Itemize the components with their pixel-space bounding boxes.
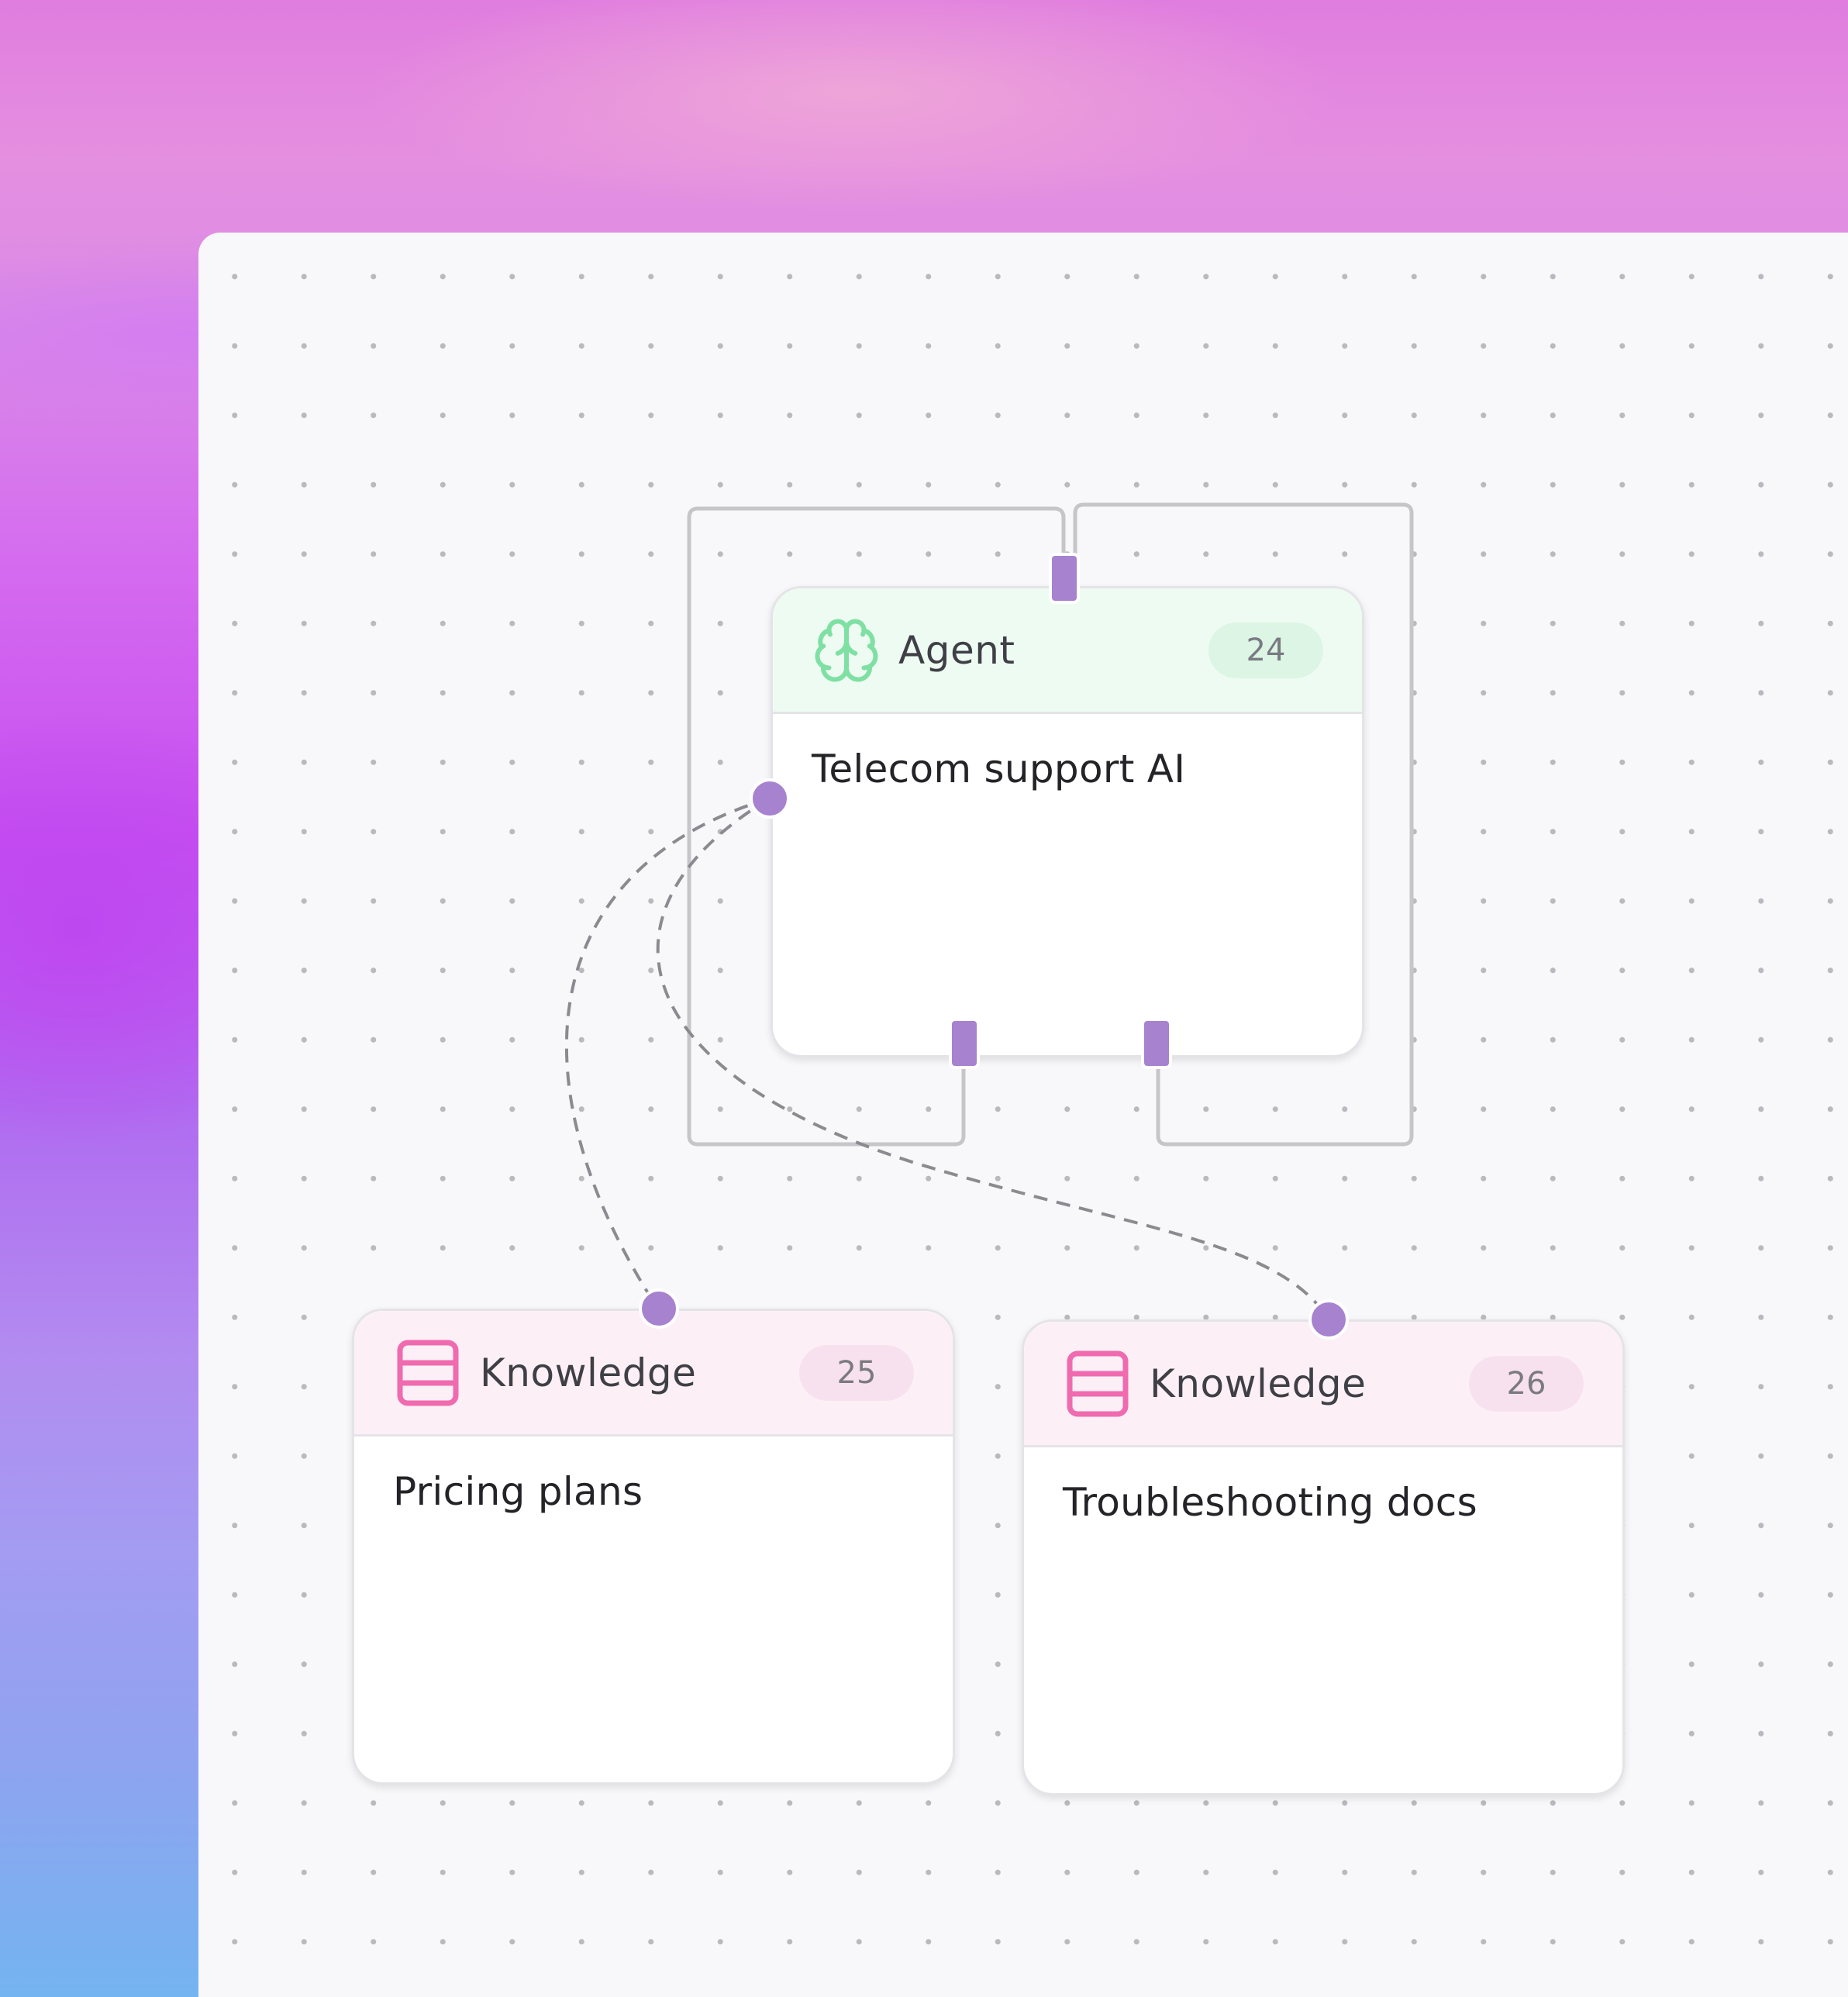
node-id-badge: 26 (1469, 1355, 1584, 1412)
node-id-badge: 25 (799, 1344, 914, 1401)
node-type-label: Knowledge (480, 1350, 697, 1395)
agent-input-handle-top[interactable] (1049, 553, 1080, 604)
knowledge-node-header[interactable]: Knowledge 26 (1024, 1322, 1622, 1447)
pricing-knowledge-handle[interactable] (639, 1288, 679, 1329)
node-id-badge: 24 (1208, 622, 1323, 678)
agent-node[interactable]: Agent 24 Telecom support AI (771, 586, 1364, 1057)
knowledge-node-troubleshooting[interactable]: Knowledge 26 Troubleshooting docs (1022, 1319, 1625, 1795)
knowledge-node-pricing[interactable]: Knowledge 25 Pricing plans (352, 1309, 955, 1785)
brain-icon (812, 616, 881, 685)
node-title: Troubleshooting docs (1063, 1480, 1477, 1525)
agent-output-handle-bottom-right[interactable] (1141, 1018, 1172, 1069)
node-type-label: Agent (898, 627, 1015, 673)
knowledge-node-header[interactable]: Knowledge 25 (354, 1311, 953, 1437)
troubleshooting-knowledge-handle[interactable] (1308, 1299, 1349, 1340)
node-type-label: Knowledge (1150, 1361, 1367, 1406)
agent-node-header[interactable]: Agent 24 (773, 588, 1362, 714)
node-title: Telecom support AI (812, 747, 1186, 792)
database-icon (1063, 1349, 1133, 1419)
database-icon (393, 1338, 463, 1408)
agent-knowledge-handle[interactable] (750, 778, 790, 819)
node-title: Pricing plans (393, 1469, 643, 1514)
agent-output-handle-bottom-left[interactable] (949, 1018, 980, 1069)
